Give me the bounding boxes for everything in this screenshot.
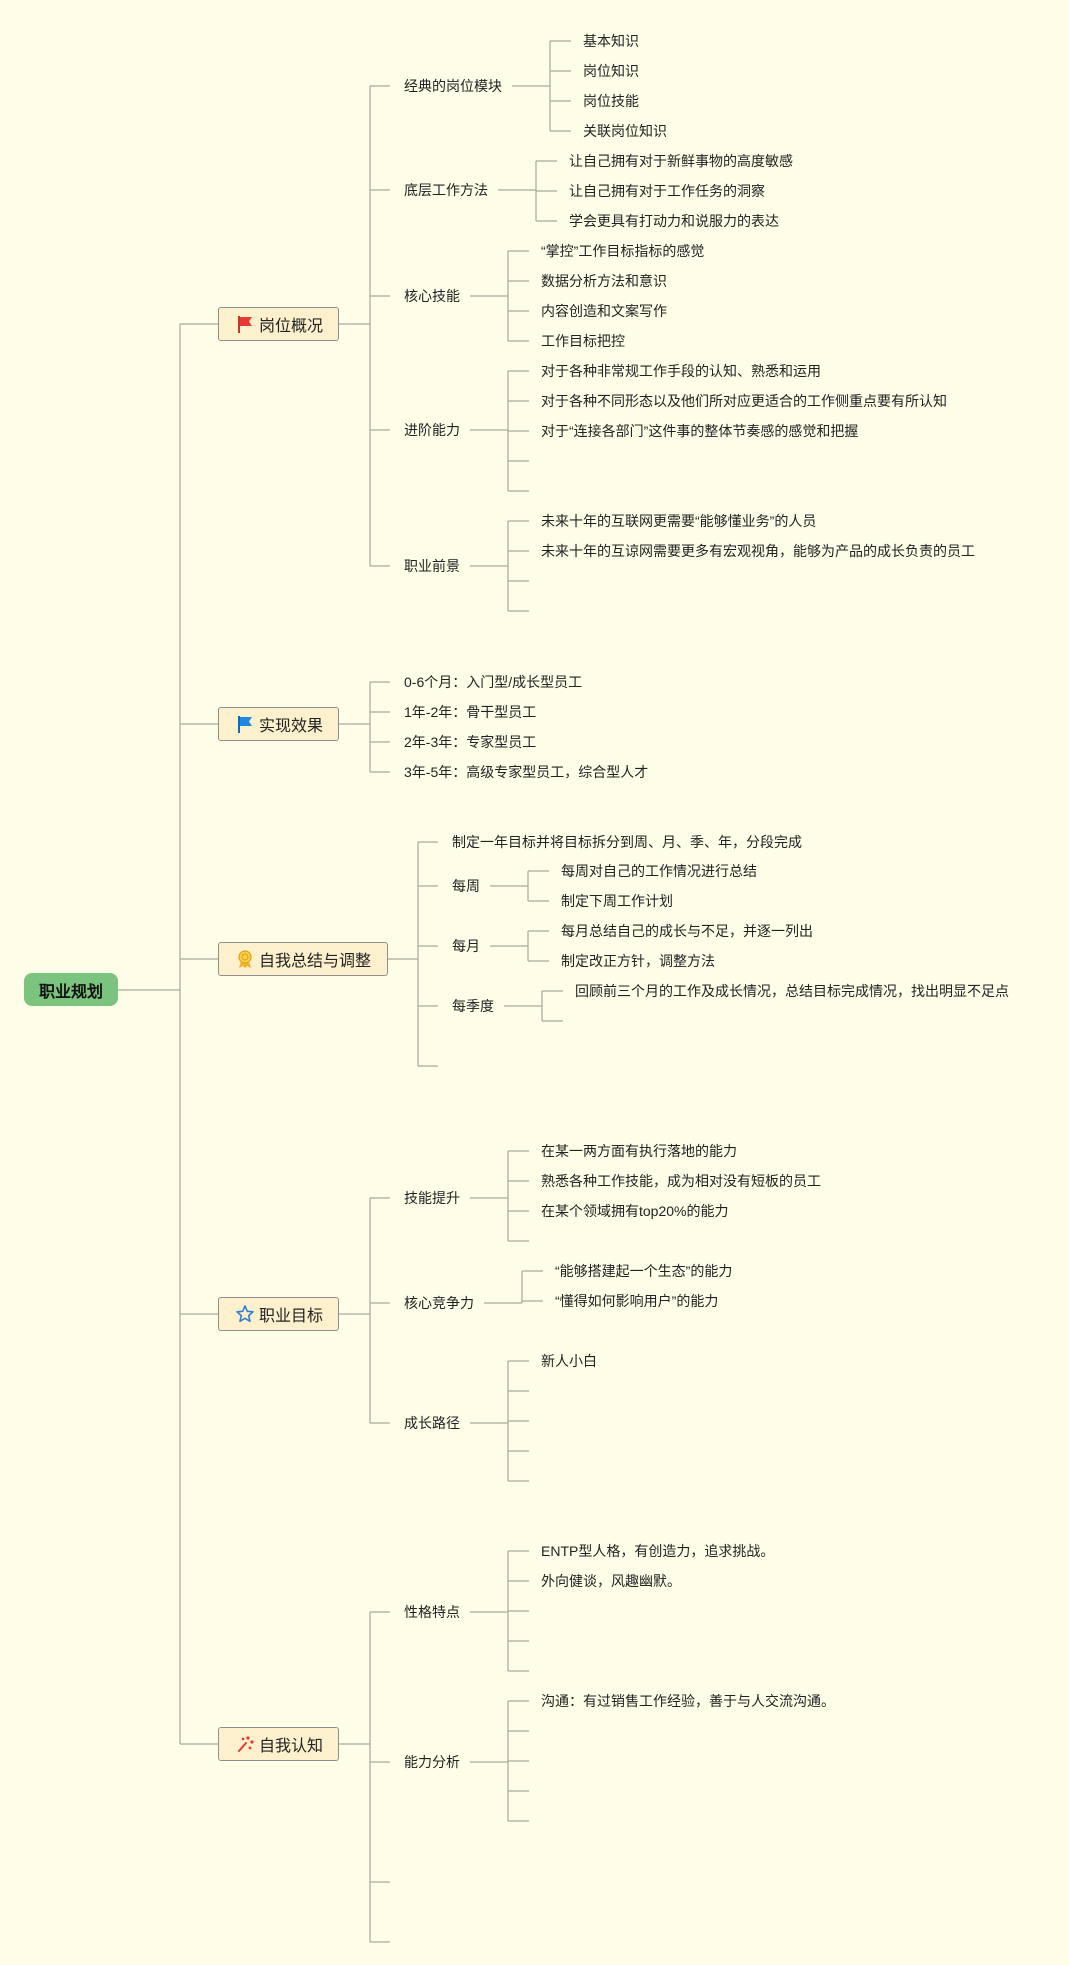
branch-label: 自我总结与调整 — [259, 953, 372, 970]
subtopic-node[interactable]: 岗位技能 — [583, 93, 639, 109]
subtopic-node[interactable]: 让自己拥有对于新鲜事物的高度敏感 — [569, 153, 793, 169]
subtopic-node[interactable]: 对于各种非常规工作手段的认知、熟悉和运用 — [541, 363, 821, 379]
subtopic-node[interactable]: “掌控”工作目标指标的感觉 — [541, 243, 705, 259]
subtopic-node[interactable]: 工作目标把控 — [541, 333, 625, 349]
subtopic-node[interactable]: 未来十年的互谅网需要更多有宏观视角，能够为产品的成长负责的员工 — [541, 543, 975, 559]
subtopic-node[interactable]: “懂得如何影响用户”的能力 — [555, 1293, 719, 1309]
topic-node[interactable]: 核心竞争力 — [404, 1295, 474, 1311]
star-icon — [235, 1304, 255, 1324]
topic-node[interactable]: 0-6个月：入门型/成长型员工 — [404, 674, 583, 690]
branch-node-self-awareness[interactable]: 自我认知 — [218, 1727, 339, 1761]
award-ribbon-icon — [235, 949, 255, 969]
subtopic-node[interactable]: 外向健谈，风趣幽默。 — [541, 1573, 681, 1589]
blue-flag-icon — [235, 714, 255, 734]
topic-node[interactable]: 技能提升 — [404, 1190, 460, 1206]
branch-node-self-review[interactable]: 自我总结与调整 — [218, 942, 388, 976]
branch-node-job-overview[interactable]: 岗位概况 — [218, 307, 339, 341]
subtopic-node[interactable]: 岗位知识 — [583, 63, 639, 79]
subtopic-node[interactable]: 每月总结自己的成长与不足，并逐一列出 — [561, 923, 813, 939]
branch-label: 自我认知 — [259, 1738, 324, 1755]
subtopic-node[interactable]: 让自己拥有对于工作任务的洞察 — [569, 183, 765, 199]
topic-node[interactable]: 1年-2年：骨干型员工 — [404, 704, 537, 720]
subtopic-node[interactable]: “能够搭建起一个生态”的能力 — [555, 1263, 733, 1279]
topic-node[interactable]: 2年-3年：专家型员工 — [404, 734, 537, 750]
topic-node[interactable]: 每月 — [452, 938, 480, 954]
subtopic-node[interactable]: 回顾前三个月的工作及成长情况，总结目标完成情况，找出明显不足点 — [575, 983, 1009, 999]
subtopic-node[interactable]: 熟悉各种工作技能，成为相对没有短板的员工 — [541, 1173, 821, 1189]
sparkle-icon — [235, 1734, 255, 1754]
topic-node[interactable]: 性格特点 — [404, 1604, 460, 1620]
subtopic-node[interactable]: 关联岗位知识 — [583, 123, 667, 139]
topic-node[interactable]: 底层工作方法 — [404, 182, 488, 198]
subtopic-node[interactable]: 制定下周工作计划 — [561, 893, 673, 909]
subtopic-node[interactable]: 新人小白 — [541, 1353, 597, 1369]
subtopic-node[interactable]: 基本知识 — [583, 33, 639, 49]
subtopic-node[interactable]: 在某个领域拥有top20%的能力 — [541, 1203, 729, 1219]
topic-node[interactable]: 职业前景 — [404, 558, 460, 574]
topic-node[interactable]: 能力分析 — [404, 1754, 460, 1770]
red-flag-icon — [235, 314, 255, 334]
topic-node[interactable]: 每季度 — [452, 998, 494, 1014]
topic-node[interactable]: 进阶能力 — [404, 422, 460, 438]
topic-node[interactable]: 制定一年目标并将目标拆分到周、月、季、年，分段完成 — [452, 834, 802, 850]
subtopic-node[interactable]: 在某一两方面有执行落地的能力 — [541, 1143, 737, 1159]
topic-node[interactable]: 经典的岗位模块 — [404, 78, 502, 94]
subtopic-node[interactable]: 内容创造和文案写作 — [541, 303, 667, 319]
subtopic-node[interactable]: 对于各种不同形态以及他们所对应更适合的工作侧重点要有所认知 — [541, 393, 947, 409]
branch-node-outcomes[interactable]: 实现效果 — [218, 707, 339, 741]
subtopic-node[interactable]: 沟通：有过销售工作经验，善于与人交流沟通。 — [541, 1693, 835, 1709]
subtopic-node[interactable]: 每周对自己的工作情况进行总结 — [561, 863, 757, 879]
subtopic-node[interactable]: 学会更具有打动力和说服力的表达 — [569, 213, 779, 229]
subtopic-node[interactable]: 数据分析方法和意识 — [541, 273, 667, 289]
root-label: 职业规划 — [38, 983, 103, 1001]
subtopic-node[interactable]: 制定改正方针，调整方法 — [561, 953, 715, 969]
subtopic-node[interactable]: 对于“连接各部门”这件事的整体节奏感的感觉和把握 — [541, 423, 859, 439]
branch-node-career-goals[interactable]: 职业目标 — [218, 1297, 339, 1331]
topic-node[interactable]: 成长路径 — [404, 1415, 460, 1431]
topic-node[interactable]: 每周 — [452, 878, 480, 894]
topic-node[interactable]: 3年-5年：高级专家型员工，综合型人才 — [404, 764, 649, 780]
branch-label: 岗位概况 — [259, 318, 324, 335]
subtopic-node[interactable]: 未来十年的互联网更需要“能够懂业务”的人员 — [541, 513, 817, 529]
topic-node[interactable]: 核心技能 — [404, 288, 460, 304]
subtopic-node[interactable]: ENTP型人格，有创造力，追求挑战。 — [541, 1543, 775, 1559]
branch-label: 实现效果 — [259, 718, 324, 735]
branch-label: 职业目标 — [259, 1308, 324, 1325]
root-node[interactable]: 职业规划 — [24, 973, 118, 1006]
